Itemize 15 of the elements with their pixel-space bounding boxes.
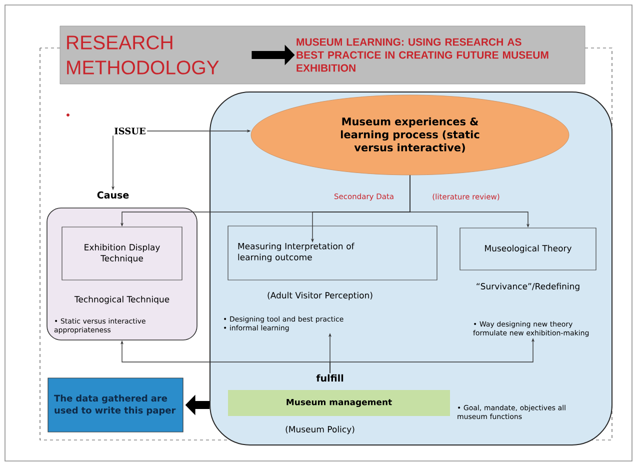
heading-text: Cause bbox=[97, 191, 129, 199]
box-text: Measuring Interpretation of learning outcome bbox=[238, 242, 354, 262]
heading-text: fulfill bbox=[316, 374, 344, 382]
process-box: Exhibition Display Technique bbox=[62, 226, 182, 280]
caption-text: “Survivance”/Redefining bbox=[476, 282, 580, 292]
caption-text: (Museum Policy) bbox=[286, 426, 354, 434]
subtitle-text: MUSEUM LEARNING: USING RESEARCH AS BEST PRACTICE IN CREATING FUTURE MUSEUM EXHIBITION bbox=[296, 38, 548, 72]
heading-text: ISSUE bbox=[114, 128, 146, 134]
title-text: RESEARCH METHODOLOGY bbox=[67, 36, 219, 74]
process-box: Museological Theory bbox=[460, 228, 596, 270]
caption-text: (Adult Visitor Perception) bbox=[268, 292, 372, 300]
process-box: Museum management bbox=[228, 390, 450, 416]
panel-heading: Technogical Technique bbox=[74, 296, 170, 304]
result-box: The data gathered are used to write this paper bbox=[48, 378, 184, 432]
title-band bbox=[60, 26, 586, 84]
